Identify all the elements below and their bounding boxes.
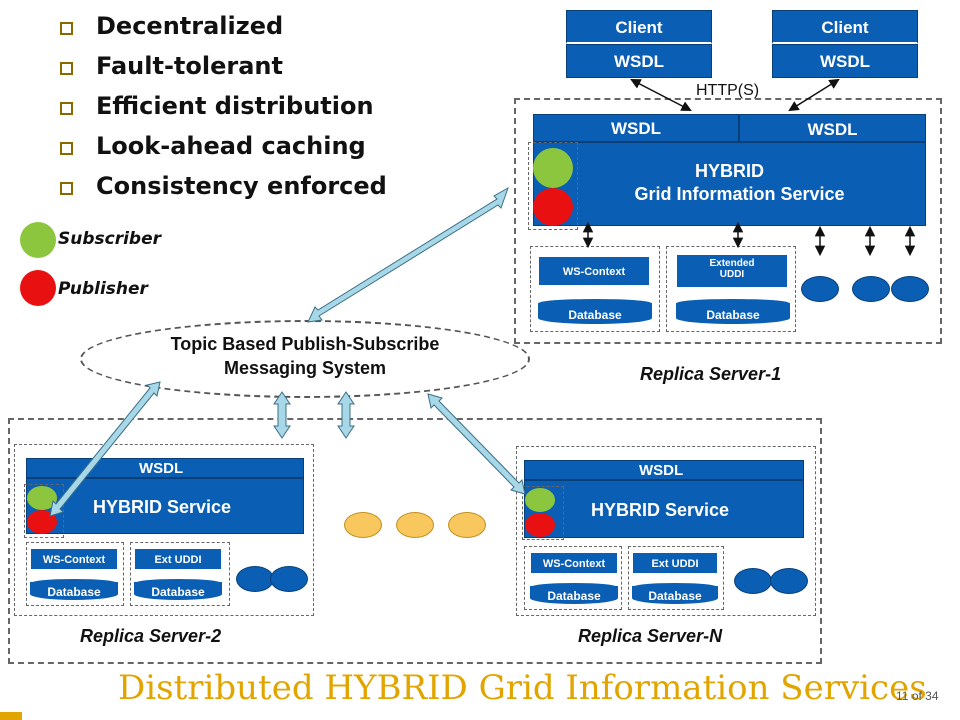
- client-box: Client WSDL: [566, 10, 712, 78]
- extended-uddi-group: [666, 246, 796, 332]
- peer-node-icon: [396, 512, 434, 538]
- pubsub-link-arrow: [273, 391, 291, 439]
- replica-server-n-label: Replica Server-N: [578, 626, 723, 646]
- service-subtitle: Grid Information Service: [634, 184, 845, 204]
- square-bullet-icon: [60, 62, 73, 75]
- square-bullet-icon: [60, 182, 73, 195]
- pubsub-link-arrow: [307, 186, 509, 323]
- square-bullet-icon: [60, 22, 73, 35]
- ext-uddi-box: Ext UDDI: [134, 548, 222, 570]
- square-bullet-icon: [60, 102, 73, 115]
- subscriber-legend-icon: [20, 222, 56, 258]
- pubsub-link-arrow: [337, 391, 355, 439]
- square-bullet-icon: [60, 142, 73, 155]
- node-icon: [270, 566, 308, 592]
- messaging-system-subtitle: Messaging System: [223, 358, 387, 378]
- node-icon: [891, 276, 929, 302]
- subscriber-node-icon: [533, 148, 573, 188]
- ext-uddi-box: Ext UDDI: [632, 552, 718, 574]
- messaging-system-ellipse: [80, 320, 530, 398]
- service-title: HYBRID: [694, 161, 764, 181]
- ws-context-group: [530, 246, 660, 332]
- pubsub-node-group: [528, 142, 578, 230]
- node-icon: [770, 568, 808, 594]
- replica-server-2-container: [14, 444, 314, 616]
- lower-replica-container: [8, 418, 822, 664]
- pubsub-node-group: [522, 486, 564, 540]
- publisher-node-icon: [525, 513, 555, 537]
- pubsub-node-group: [24, 484, 64, 538]
- subscriber-legend-label: Subscriber: [58, 229, 162, 249]
- footer-title: Distributed HYBRID Grid Information Serv…: [118, 668, 927, 708]
- replica-server-n-container: [516, 446, 816, 616]
- ws-context-box: WS-Context: [530, 552, 618, 574]
- client-box: Client WSDL: [772, 10, 918, 78]
- wsdl-box: WSDL: [524, 460, 804, 480]
- client-title: Client: [772, 10, 918, 44]
- pubsub-link-arrow: [427, 393, 526, 495]
- database-icon: Database: [134, 578, 222, 600]
- http-arrow: [788, 78, 840, 112]
- ext-uddi-group: [130, 542, 230, 606]
- corner-accent: [0, 712, 22, 720]
- hybrid-service-box: HYBRID Service: [524, 480, 804, 538]
- http-label: HTTP(S): [696, 82, 760, 99]
- wsdl-box-right: WSDL: [739, 114, 926, 142]
- pubsub-link-arrow: [49, 381, 161, 517]
- node-icon: [734, 568, 772, 594]
- hybrid-grid-information-service: HYBRID Grid Information Service: [533, 142, 926, 226]
- replica-server-2-label: Replica Server-2: [80, 626, 222, 646]
- page-number: 11 of 34: [896, 689, 939, 703]
- messaging-system-title: Topic Based Publish-Subscribe: [170, 334, 440, 354]
- replica-server-1-label: Replica Server-1: [640, 364, 782, 384]
- node-icon: [236, 566, 274, 592]
- client-title: Client: [566, 10, 712, 44]
- database-icon: Database: [538, 298, 652, 324]
- extended-uddi-box: Extended UDDI: [676, 254, 788, 288]
- peer-node-icon: [344, 512, 382, 538]
- ext-uddi-group: [628, 546, 724, 610]
- ws-context-group: [26, 542, 124, 606]
- publisher-node-icon: [533, 188, 573, 226]
- client-wsdl: WSDL: [566, 44, 712, 78]
- client-wsdl: WSDL: [772, 44, 918, 78]
- ws-context-box: WS-Context: [538, 256, 650, 286]
- database-icon: Database: [632, 582, 718, 604]
- database-icon: Database: [676, 298, 790, 324]
- publisher-legend-label: Publisher: [58, 279, 148, 299]
- node-icon: [801, 276, 839, 302]
- replica-server-1-container: [514, 98, 942, 344]
- database-icon: Database: [530, 582, 618, 604]
- ws-context-box: WS-Context: [30, 548, 118, 570]
- publisher-legend-icon: [20, 270, 56, 306]
- http-arrow: [630, 79, 692, 111]
- peer-node-icon: [448, 512, 486, 538]
- subscriber-node-icon: [525, 488, 555, 512]
- ws-context-group: [524, 546, 622, 610]
- node-icon: [852, 276, 890, 302]
- wsdl-box-left: WSDL: [533, 114, 739, 142]
- database-icon: Database: [30, 578, 118, 600]
